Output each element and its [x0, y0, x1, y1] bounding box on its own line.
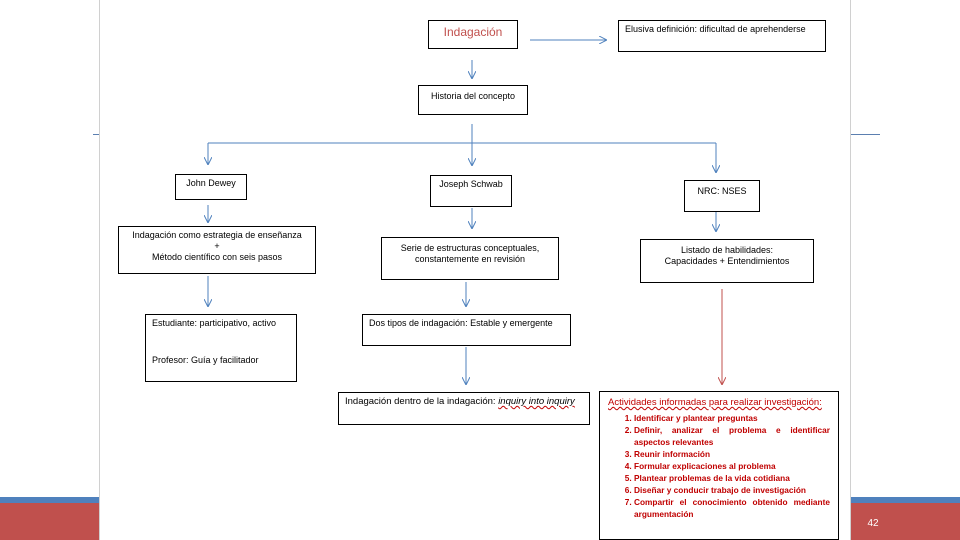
schwab-node: Joseph Schwab: [430, 175, 512, 207]
nrc-activities-title: Actividades informadas para realizar inv…: [608, 397, 822, 408]
list-item: Definir, analizar el problema e identifi…: [634, 424, 830, 448]
nrc-skills-line2: Capacidades + Entendimientos: [664, 256, 790, 266]
list-item: Plantear problemas de la vida cotidiana: [634, 472, 830, 484]
list-item: Reunir información: [634, 448, 830, 460]
dewey-label: John Dewey: [186, 178, 236, 188]
history-node: Historia del concepto: [418, 85, 528, 115]
dewey-strategy-node: Indagación como estrategia de enseñanza …: [118, 226, 316, 274]
dewey-strategy-plus: +: [214, 241, 220, 251]
schwab-label: Joseph Schwab: [439, 179, 503, 189]
dewey-student-label: Estudiante: participativo, activo: [152, 318, 277, 328]
history-label: Historia del concepto: [430, 91, 516, 101]
schwab-within-prefix: Indagación dentro de la indagación:: [345, 396, 499, 407]
nrc-activities-node: Actividades informadas para realizar inv…: [599, 391, 839, 540]
root-node: Indagación: [428, 20, 518, 49]
root-label: Indagación: [443, 25, 503, 39]
background-rule-right: [850, 134, 880, 135]
list-item: Identificar y plantear preguntas: [634, 412, 830, 424]
nrc-label: NRC: NSES: [697, 186, 747, 196]
list-item: Compartir el conocimiento obtenido media…: [634, 496, 830, 520]
schwab-series-line1: Serie de estructuras conceptuales,: [400, 243, 540, 253]
list-item: Formular explicaciones al problema: [634, 460, 830, 472]
definition-label: Elusiva definición: dificultad de aprehe…: [625, 24, 806, 34]
schwab-series-line2: constantemente en revisión: [414, 254, 526, 264]
nrc-skills-line1: Listado de habilidades:: [680, 245, 774, 255]
nrc-activities-list: Identificar y plantear preguntas Definir…: [608, 412, 830, 520]
dewey-roles-node: Estudiante: participativo, activo Profes…: [145, 314, 297, 382]
nrc-node: NRC: NSES: [684, 180, 760, 212]
nrc-skills-node: Listado de habilidades: Capacidades + En…: [640, 239, 814, 283]
dewey-strategy-line1: Indagación como estrategia de enseñanza: [132, 230, 302, 240]
background-rule-left: [93, 134, 99, 135]
schwab-types-node: Dos tipos de indagación: Estable y emerg…: [362, 314, 571, 346]
schwab-series-node: Serie de estructuras conceptuales, const…: [381, 237, 559, 280]
definition-node: Elusiva definición: dificultad de aprehe…: [618, 20, 826, 52]
schwab-types-label: Dos tipos de indagación: Estable y emerg…: [369, 318, 553, 328]
dewey-node: John Dewey: [175, 174, 247, 200]
dewey-teacher-label: Profesor: Guía y facilitador: [152, 355, 259, 365]
schwab-within-node: Indagación dentro de la indagación: inqu…: [338, 392, 590, 425]
dewey-strategy-line2: Método científico con seis pasos: [151, 252, 283, 262]
list-item: Diseñar y conducir trabajo de investigac…: [634, 484, 830, 496]
schwab-within-english: inquiry into inquiry: [498, 396, 575, 407]
page-number: 42: [867, 518, 879, 529]
